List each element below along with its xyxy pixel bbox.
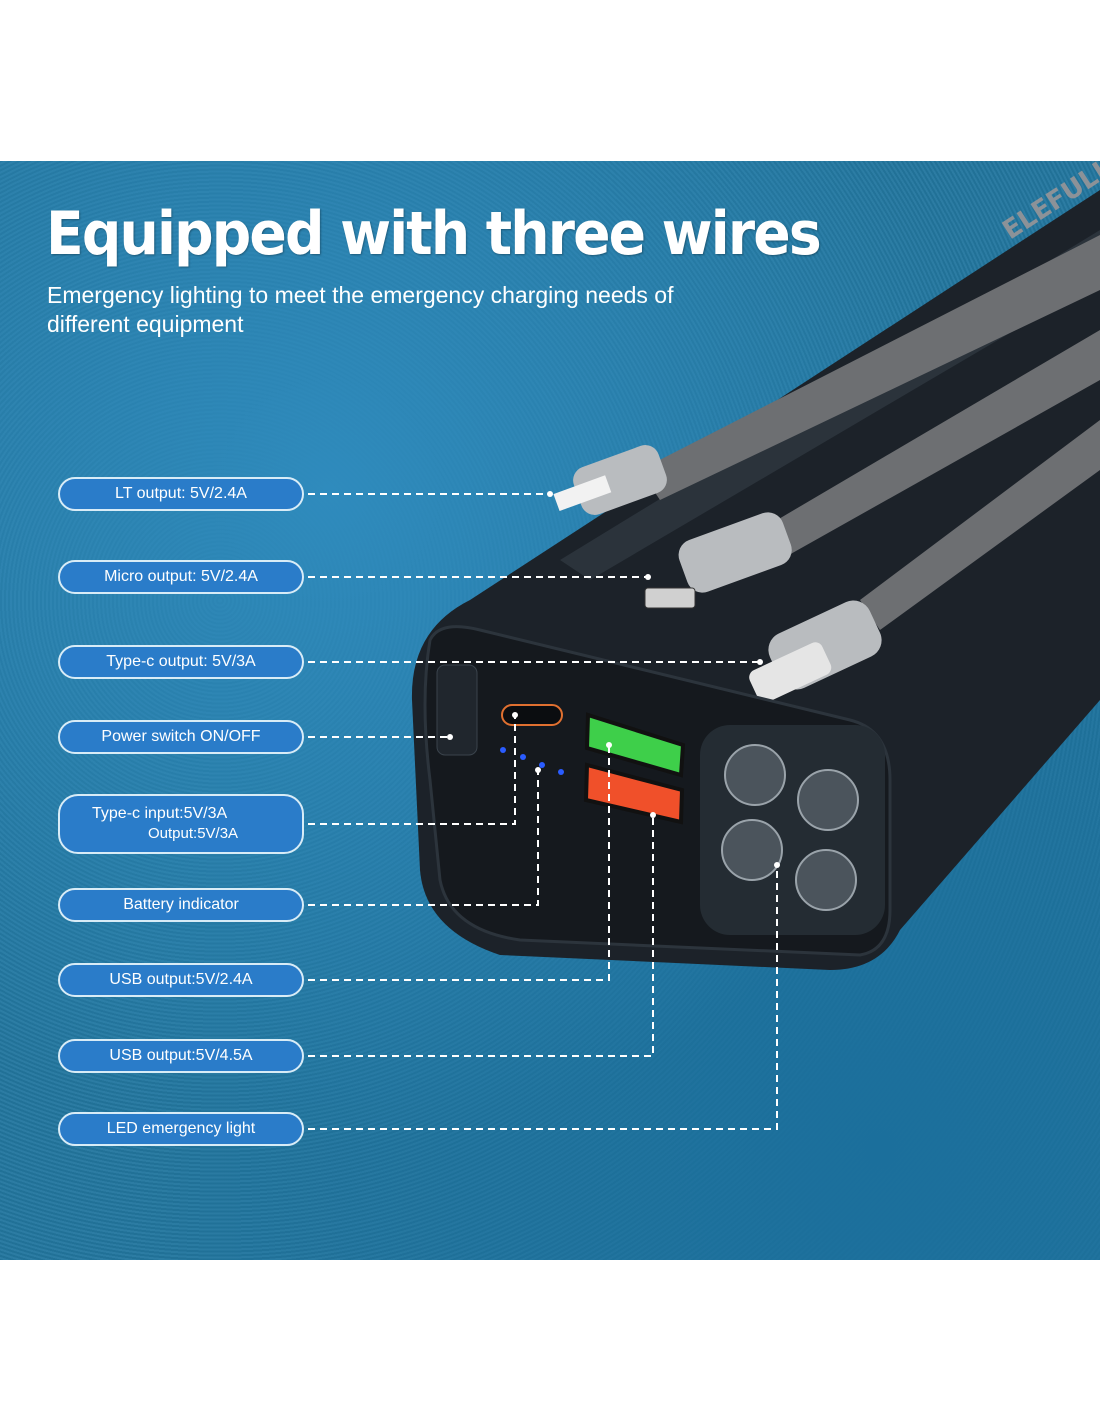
power-bank-illustration: ELEFULL <box>308 161 1100 1130</box>
cable-strip <box>760 330 1100 560</box>
cable-strip <box>860 420 1100 630</box>
type-c-port <box>501 704 563 726</box>
label-battery-indicator: Battery indicator <box>58 888 304 922</box>
label-type-c-input-line2: Output:5V/3A <box>148 825 239 842</box>
usb-port-red <box>583 762 685 825</box>
callout-lines <box>308 493 778 1130</box>
led-lights <box>721 744 859 911</box>
led-panel <box>700 725 885 935</box>
micro-usb-connector <box>678 512 792 593</box>
usb-port-green <box>584 712 686 778</box>
label-lt-output: LT output: 5V/2.4A <box>58 477 304 511</box>
label-type-c-input: Type-c input:5V/3A Output:5V/3A <box>58 794 304 854</box>
label-usb-output-2-4a: USB output:5V/2.4A <box>58 963 304 997</box>
label-micro-output: Micro output: 5V/2.4A <box>58 560 304 594</box>
label-usb-output-4-5a: USB output:5V/4.5A <box>58 1039 304 1073</box>
subtitle: Emergency lighting to meet the emergency… <box>47 282 674 337</box>
label-power-switch: Power switch ON/OFF <box>58 720 304 754</box>
label-type-c-output: Type-c output: 5V/3A <box>58 645 304 679</box>
product-scene: Equipped with three wires Emergency ligh… <box>0 161 1100 1260</box>
cable-strip <box>640 235 1100 500</box>
headline: Equipped with three wires <box>46 199 822 269</box>
power-switch <box>436 664 478 756</box>
label-led-light: LED emergency light <box>58 1112 304 1146</box>
label-type-c-input-line1: Type-c input:5V/3A <box>92 805 228 822</box>
battery-indicator-leds <box>500 747 564 775</box>
